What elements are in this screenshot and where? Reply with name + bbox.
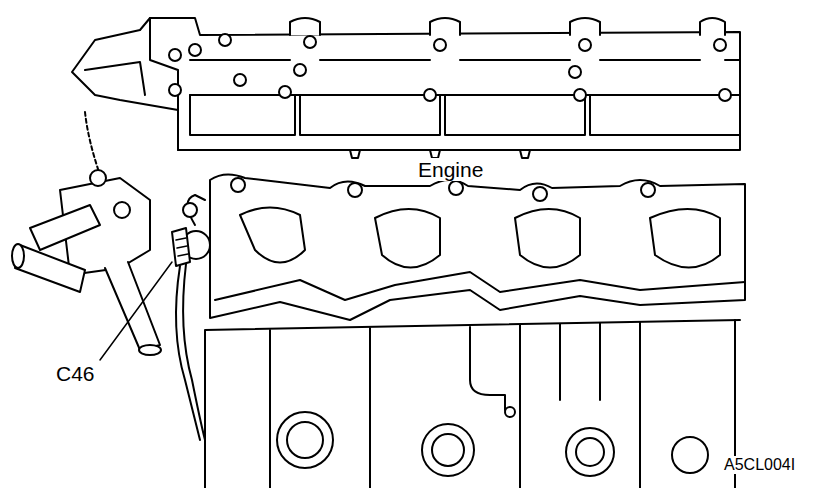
callout-label: C46 [54, 362, 97, 385]
figure-code: A5CL004I [722, 456, 797, 474]
part-label: Engine [416, 158, 485, 181]
